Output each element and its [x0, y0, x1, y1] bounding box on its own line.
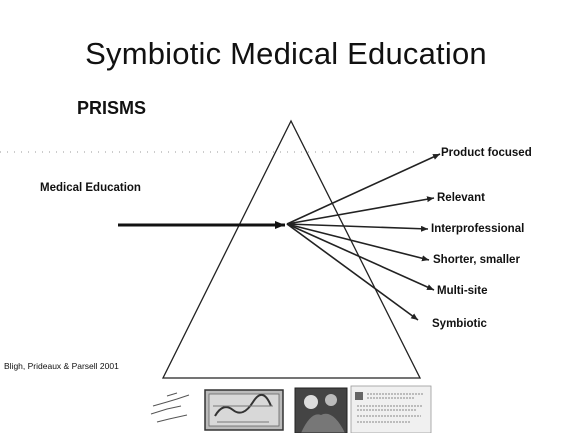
citation: Bligh, Prideaux & Parsell 2001 — [4, 361, 119, 371]
output-label-interprofessional: Interprofessional — [431, 223, 525, 235]
scribble-graphic — [150, 392, 190, 423]
output-label-relevant: Relevant — [437, 192, 485, 204]
footer-image-strip — [150, 385, 432, 433]
output-label-multi-site: Multi-site — [437, 285, 488, 297]
ray-interprofessional — [286, 223, 429, 232]
prism-triangle — [161, 119, 422, 379]
ray-symbiotic — [286, 223, 419, 321]
ray-relevant — [286, 196, 435, 225]
slide-title: Symbiotic Medical Education — [85, 36, 487, 71]
ray-multi-site — [286, 223, 435, 291]
ray-shorter-smaller — [286, 223, 430, 262]
output-label-symbiotic: Symbiotic — [432, 318, 487, 330]
output-label-product-focused: Product focused — [441, 147, 532, 159]
ray-product-focused — [286, 153, 441, 225]
slide-subtitle: PRISMS — [77, 98, 147, 118]
output-label-shorter-smaller: Shorter, smaller — [433, 254, 520, 266]
input-label: Medical Education — [40, 182, 141, 194]
